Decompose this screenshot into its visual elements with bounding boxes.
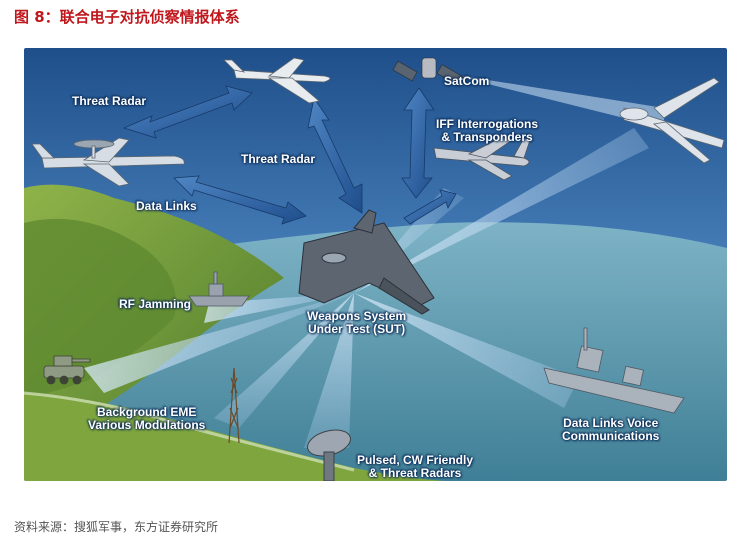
figure-source: 资料来源：搜狐军事，东方证券研究所 (14, 520, 219, 534)
destroyer-ship (543, 327, 685, 414)
fighter-jet-top (223, 57, 331, 104)
armored-vehicle (43, 355, 91, 385)
label-data-links-voice: Data Links Voice Communications (562, 416, 660, 443)
radio-tower (228, 367, 240, 444)
awacs-aircraft (31, 137, 185, 187)
frigate-ship (188, 271, 250, 307)
label-rf-jamming: RF Jamming (119, 297, 192, 311)
label-background-eme: Background EME Various Modulations (88, 405, 206, 432)
shoreline (24, 391, 355, 472)
diagram-illustration (24, 48, 727, 481)
label-pulsed-cw: Pulsed, CW Friendly & Threat Radars (357, 453, 474, 480)
link-arrows (122, 85, 457, 225)
label-iff: IFF Interrogations & Transponders (436, 117, 538, 144)
label-sut: Weapons System Under Test (SUT) (307, 309, 407, 336)
label-data-links: Data Links (136, 199, 197, 213)
satcom-beam (444, 73, 664, 128)
satellite (392, 57, 464, 86)
sut-fighter-jet (298, 209, 435, 315)
figure-title: 图 8：联合电子对抗侦察情报体系 (14, 8, 240, 26)
uav-aircraft (619, 77, 725, 164)
land-ridge (24, 218, 176, 398)
label-threat-radar-center: Threat Radar (241, 152, 316, 166)
ew-reconnaissance-diagram: Threat Radar Threat Radar SatCom IFF Int… (24, 48, 727, 481)
label-threat-radar-left: Threat Radar (72, 94, 147, 108)
ground-radar-dish (307, 429, 351, 481)
label-satcom: SatCom (444, 74, 490, 88)
fighter-jet-iff (433, 135, 531, 181)
land-bottom (24, 393, 444, 481)
